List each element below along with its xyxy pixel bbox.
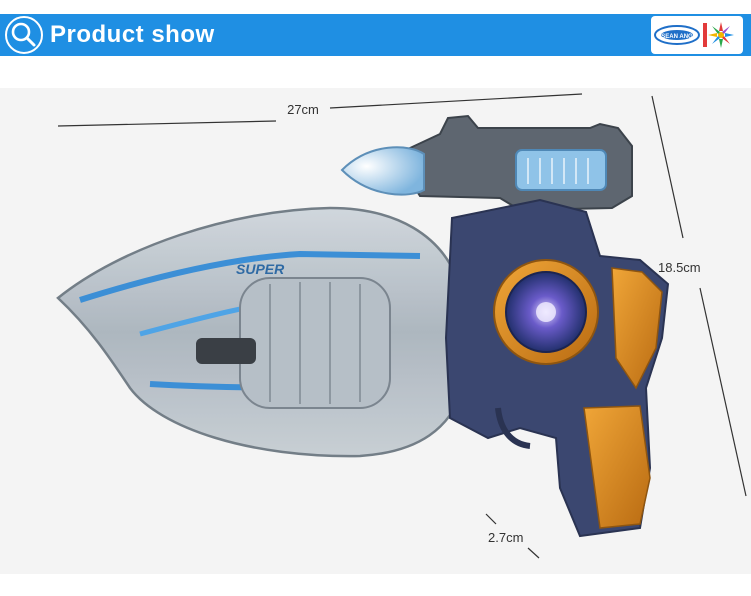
height-dimension-line-top — [651, 95, 684, 239]
search-icon — [4, 15, 44, 55]
brand-logo: SEAN ANG — [651, 16, 743, 54]
logo-text: SEAN ANG — [661, 34, 693, 40]
depth-dimension-line-top — [485, 513, 497, 525]
gold-handle-panel — [583, 405, 651, 529]
toy-gun-illustration: SUPER 27cm 18.5cm 2.7cm — [56, 93, 747, 559]
shell-stripe-1 — [79, 250, 421, 303]
header-left: Product show — [0, 14, 215, 56]
inner-cylinder — [239, 277, 391, 409]
width-label: 27cm — [287, 102, 319, 117]
height-label: 18.5cm — [658, 260, 701, 275]
depth-label: 2.7cm — [488, 530, 523, 545]
gold-grip-panel — [611, 267, 663, 390]
barrel-core — [196, 338, 256, 364]
width-dimension-line-left — [57, 120, 277, 127]
scope-tip — [340, 146, 425, 196]
header-bar: Product show SEAN ANG — [0, 14, 751, 56]
decal-text: SUPER — [236, 261, 285, 277]
scope-light — [515, 149, 607, 191]
depth-dimension-line-bottom — [527, 547, 540, 559]
page-title: Product show — [50, 21, 215, 48]
product-photo: SUPER 27cm 18.5cm 2.7cm — [0, 88, 751, 574]
height-dimension-line-bottom — [699, 287, 747, 497]
width-dimension-line-right — [329, 93, 583, 109]
trigger — [495, 407, 531, 449]
